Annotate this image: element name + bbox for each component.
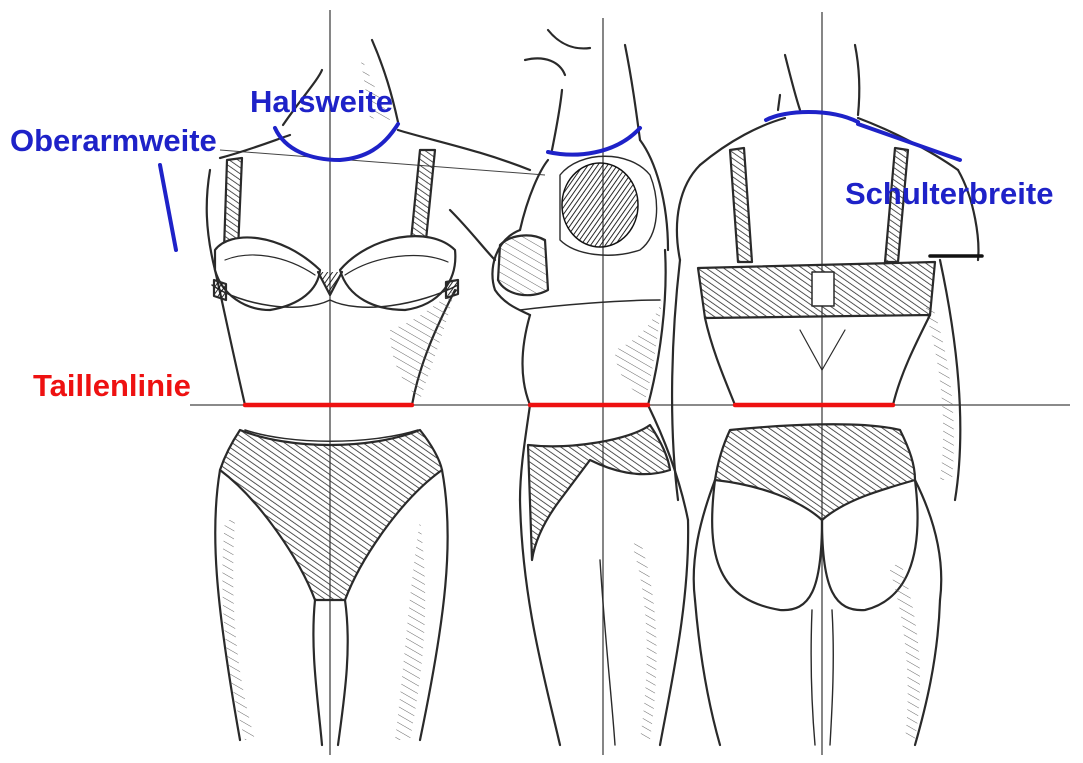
side-figure — [492, 30, 688, 745]
label-schulterbreite: Schulterbreite — [845, 178, 1053, 209]
shoulder-width-measure — [858, 124, 960, 160]
label-oberarmweite: Oberarmweite — [10, 125, 217, 156]
label-halsweite: Halsweite — [250, 86, 393, 117]
label-taillenlinie: Taillenlinie — [33, 370, 191, 401]
front-figure — [207, 40, 530, 745]
shoulder-guide — [220, 150, 545, 175]
upper-arm-measure — [160, 165, 176, 250]
neck-measure-front — [275, 124, 398, 160]
neck-measure-side — [548, 128, 640, 155]
